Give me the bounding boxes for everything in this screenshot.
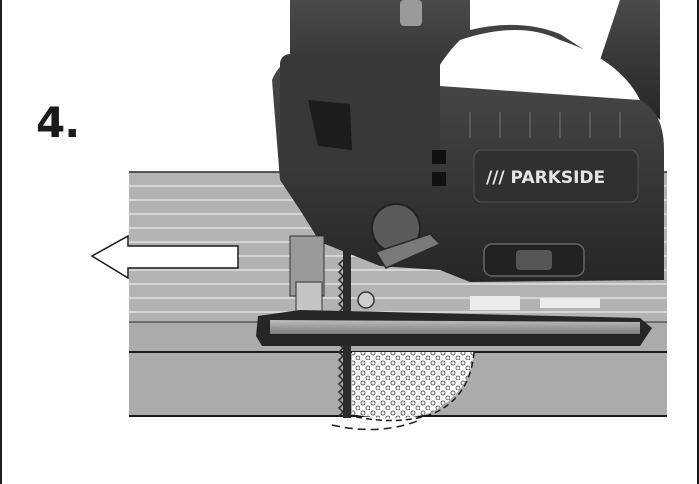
dotted-cut-area <box>331 351 475 431</box>
brand-label: /// PARKSIDE <box>486 168 605 188</box>
arrow-left-icon <box>90 234 239 280</box>
step-number: 4. <box>36 98 80 147</box>
jigsaw-tool: /// PARKSIDE <box>256 0 664 346</box>
